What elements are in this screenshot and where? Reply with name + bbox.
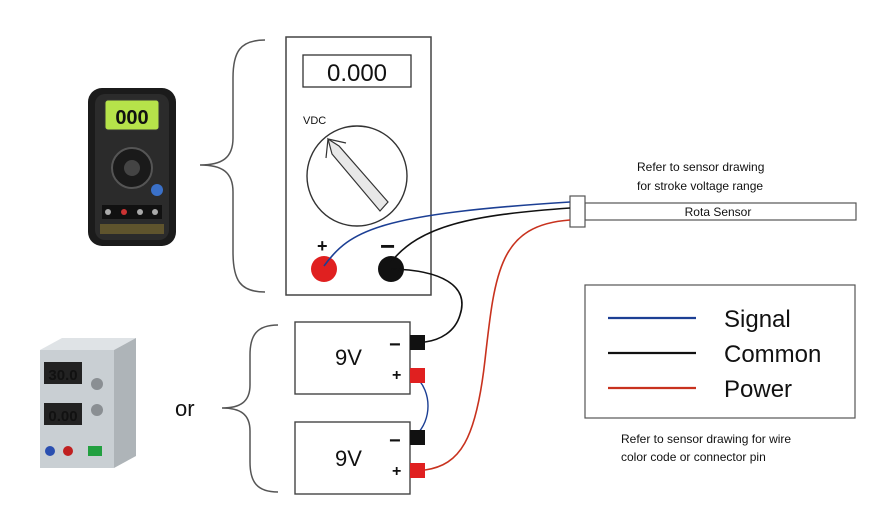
meter-plus-sign: +: [317, 236, 328, 256]
battery-bottom-neg-terminal: [410, 430, 425, 445]
or-label: or: [175, 396, 195, 421]
legend-power-label: Power: [724, 376, 792, 403]
power-supply-photo: 30.0 0.00: [40, 338, 136, 468]
battery-bottom-pos-terminal: [410, 463, 425, 478]
sensor-note-line2: for stroke voltage range: [637, 179, 763, 193]
battery-bottom-plus: +: [392, 463, 401, 480]
battery-bottom-label: 9V: [335, 446, 362, 471]
battery-top-neg-terminal: [410, 335, 425, 350]
power-wire: [424, 219, 571, 471]
multimeter-photo: 000: [88, 88, 176, 246]
dial-pointer-icon: [327, 137, 389, 212]
sensor-connector: [569, 195, 586, 228]
battery-top-minus: −: [389, 334, 401, 356]
battery-top: [294, 321, 411, 395]
battery-top-label: 9V: [335, 345, 362, 370]
multimeter-photo-display: 000: [115, 107, 148, 129]
red-terminal: [311, 256, 337, 282]
battery-top-pos-terminal: [410, 368, 425, 383]
footer-note-line2: color code or connector pin: [621, 450, 766, 464]
meter-display: [302, 54, 412, 88]
common-wire-sensor: [390, 207, 571, 263]
sensor-label: Rota Sensor: [685, 205, 752, 219]
common-wire-battery: [390, 268, 463, 343]
battery-bottom: [294, 421, 411, 495]
battery-bottom-minus: −: [389, 430, 401, 452]
meter-minus-sign: −: [380, 231, 395, 261]
battery-link-wire: [415, 376, 429, 436]
meter-display-value: 0.000: [327, 60, 387, 87]
signal-wire: [323, 201, 571, 267]
sensor-note-line1: Refer to sensor drawing: [637, 160, 764, 174]
legend-signal-label: Signal: [724, 306, 791, 333]
vdc-label: VDC: [303, 115, 326, 127]
battery-top-plus: +: [392, 367, 401, 384]
psu-top-display: 30.0: [48, 367, 77, 384]
psu-bottom-display: 0.00: [48, 408, 77, 425]
legend-common-label: Common: [724, 341, 821, 368]
footer-note-line1: Refer to sensor drawing for wire: [621, 432, 791, 446]
battery-brace: [221, 324, 279, 493]
legend-box: [584, 284, 856, 419]
meter-brace: [199, 39, 266, 293]
